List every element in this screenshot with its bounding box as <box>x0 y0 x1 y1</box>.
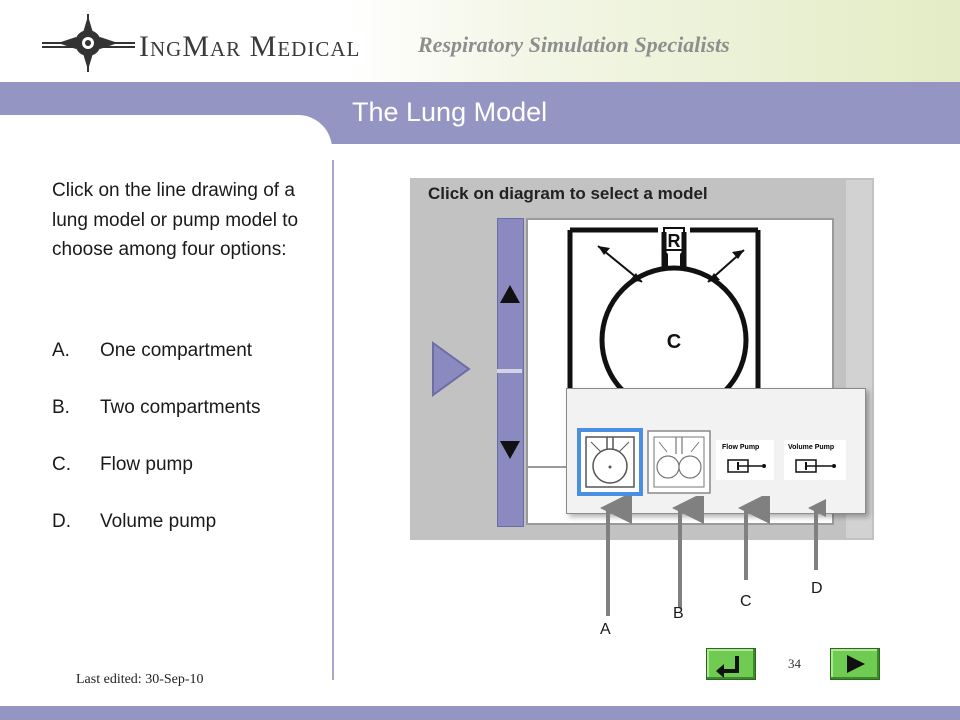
option-label: Two compartments <box>100 397 261 418</box>
screenshot-title: Click on diagram to select a model <box>428 184 708 203</box>
tagline: Respiratory Simulation Specialists <box>418 32 730 57</box>
syringe-icon <box>795 459 836 473</box>
option-letter: B. <box>52 397 70 418</box>
option-d: D. Volume pump <box>52 511 216 533</box>
flow-pump-label: Flow Pump <box>722 444 760 451</box>
option-letter: A. <box>52 340 70 361</box>
logo-text: IngMar Medical <box>135 30 365 64</box>
callout-arrows <box>600 496 826 616</box>
option-label: Flow pump <box>100 454 193 475</box>
model-option-flow-pump[interactable]: Flow Pump <box>716 440 774 480</box>
option-a: A. One compartment <box>52 340 252 362</box>
option-letter: C. <box>52 454 71 475</box>
page-number: 34 <box>788 656 801 671</box>
model-option-volume-pump[interactable]: Volume Pump <box>784 440 846 480</box>
scroll-separator <box>497 369 522 373</box>
last-edited: Last edited: 30-Sep-10 <box>76 672 204 687</box>
vertical-divider <box>332 160 334 680</box>
option-label: One compartment <box>100 340 253 361</box>
syringe-icon <box>727 459 766 473</box>
volume-pump-label: Volume Pump <box>788 444 835 451</box>
return-arrow-icon <box>716 656 739 678</box>
intro-text: Click on the line drawing of a lung mode… <box>52 180 299 260</box>
scroll-up-arrow-icon[interactable] <box>499 284 521 304</box>
resistance-label: R <box>668 231 681 251</box>
model-option-one-compartment[interactable] <box>577 428 643 496</box>
option-c: C. Flow pump <box>52 454 193 476</box>
compliance-label: C <box>667 331 681 353</box>
play-icon <box>847 655 865 673</box>
play-arrow-icon[interactable] <box>430 340 472 398</box>
return-button[interactable] <box>706 648 756 680</box>
marker-d: D <box>811 580 823 597</box>
option-letter: D. <box>52 511 71 532</box>
title-bar-tab <box>0 115 332 150</box>
marker-a: A <box>600 621 611 638</box>
bottom-band <box>0 706 960 720</box>
option-b: B. Two compartments <box>52 397 261 419</box>
scroll-down-arrow-icon[interactable] <box>499 440 521 460</box>
slide-title: The Lung Model <box>352 97 548 127</box>
marker-b: B <box>673 605 684 622</box>
marker-c: C <box>740 593 752 610</box>
next-button[interactable] <box>830 648 880 680</box>
model-option-two-compartments[interactable] <box>647 430 711 494</box>
option-label: Volume pump <box>100 511 217 532</box>
